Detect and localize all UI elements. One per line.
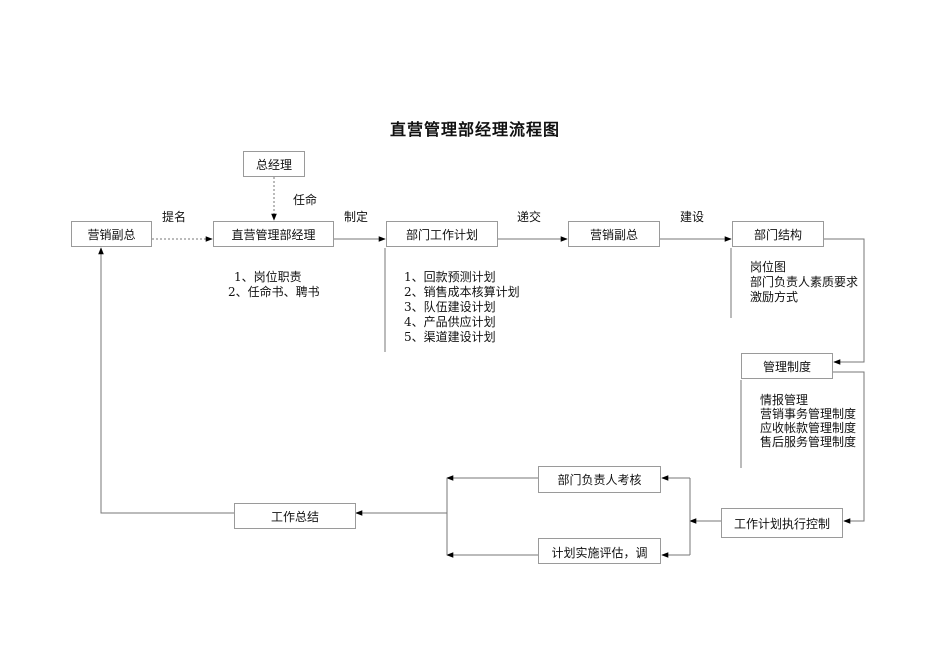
label-formulate: 制定 bbox=[344, 210, 369, 224]
list-item: 2、任命书、聘书 bbox=[228, 285, 320, 299]
node-plan-execution-control: 工作计划执行控制 bbox=[721, 508, 843, 538]
list-item: 应收帐款管理制度 bbox=[760, 421, 857, 435]
edge-summary-to-vp bbox=[98, 247, 234, 514]
node-head-assessment: 部门负责人考核 bbox=[538, 466, 661, 493]
list-item: 激励方式 bbox=[750, 290, 799, 304]
node-mgmt-system: 管理制度 bbox=[741, 353, 833, 379]
list-item: 4、产品供应计划 bbox=[404, 315, 496, 329]
plan-items-list: 1、回款预测计划 2、销售成本核算计划 3、队伍建设计划 4、产品供应计划 5、… bbox=[404, 270, 520, 345]
label-nominate: 提名 bbox=[162, 210, 187, 224]
label-build: 建设 bbox=[680, 210, 705, 224]
list-item: 2、销售成本核算计划 bbox=[404, 285, 520, 299]
edge-system-to-control bbox=[832, 371, 865, 524]
list-item: 5、渠道建设计划 bbox=[404, 330, 496, 344]
list-item: 部门负责人素质要求 bbox=[750, 275, 859, 289]
list-item: 1、岗位职责 bbox=[234, 270, 302, 284]
node-vp-marketing-mid: 营销副总 bbox=[568, 221, 660, 247]
system-items-list: 情报管理 营销事务管理制度 应收帐款管理制度 售后服务管理制度 bbox=[760, 393, 856, 449]
page-title: 直营管理部经理流程图 bbox=[389, 120, 560, 139]
node-general-manager: 总经理 bbox=[243, 151, 305, 177]
node-dept-work-plan: 部门工作计划 bbox=[386, 221, 498, 247]
edge-structure-to-system bbox=[824, 238, 865, 365]
list-item: 营销事务管理制度 bbox=[760, 407, 857, 421]
label-appoint: 任命 bbox=[293, 193, 318, 207]
list-item: 1、回款预测计划 bbox=[404, 270, 496, 284]
node-direct-manager: 直营管理部经理 bbox=[213, 221, 334, 247]
structure-items-list: 岗位图 部门负责人素质要求 激励方式 bbox=[750, 260, 858, 305]
node-plan-eval-adjust: 计划实施评估，调 bbox=[538, 538, 661, 564]
label-submit: 递交 bbox=[517, 210, 542, 224]
list-item: 情报管理 bbox=[760, 393, 809, 407]
node-work-summary: 工作总结 bbox=[234, 503, 356, 529]
list-item: 岗位图 bbox=[750, 260, 787, 274]
node-dept-structure: 部门结构 bbox=[732, 221, 824, 247]
manager-docs-list: 1、岗位职责 2、任命书、聘书 bbox=[228, 270, 320, 300]
list-item: 3、队伍建设计划 bbox=[404, 300, 496, 314]
node-vp-marketing-left: 营销副总 bbox=[71, 221, 152, 247]
list-item: 售后服务管理制度 bbox=[760, 435, 857, 449]
